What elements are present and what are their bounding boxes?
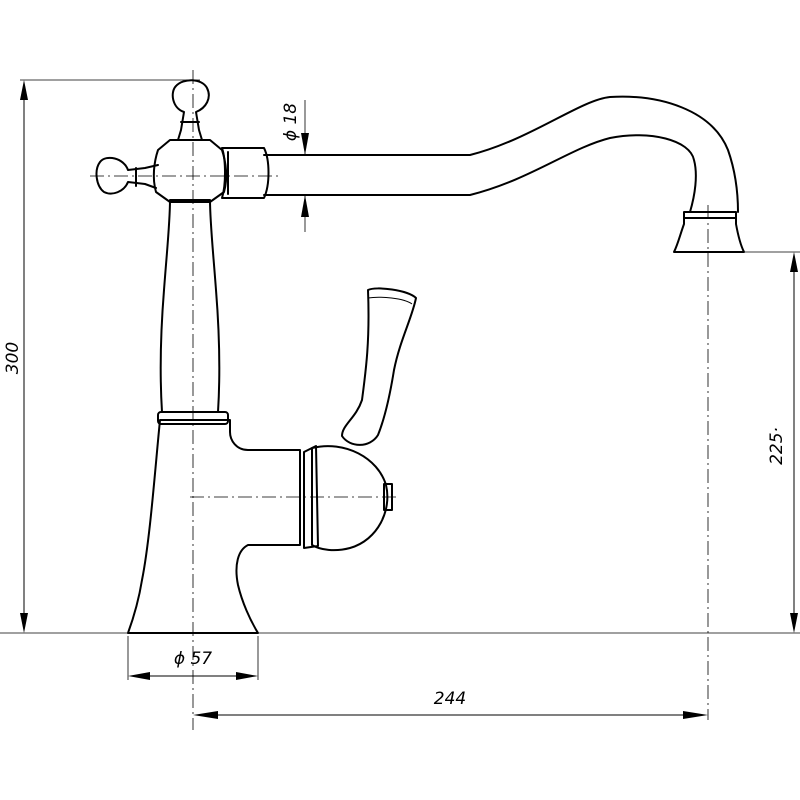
top-finial-knob xyxy=(171,79,210,141)
extension-lines xyxy=(0,79,800,680)
label-total-height: 300 xyxy=(3,342,23,374)
dimension-pipe-diameter: ϕ 18 xyxy=(281,103,309,217)
faucet-base xyxy=(127,419,301,634)
spout-pipe xyxy=(263,95,739,213)
faucet-outline xyxy=(95,79,745,634)
spout-coupling-nut xyxy=(221,147,270,199)
lever-handle xyxy=(341,287,417,446)
cross-handle-hub xyxy=(152,139,228,203)
faucet-column xyxy=(159,199,221,413)
dimension-total-height: 300 xyxy=(3,80,28,633)
label-spout-height: 225· xyxy=(767,427,787,465)
dimension-base-diameter: ϕ 57 xyxy=(128,649,258,680)
label-pipe-diameter: ϕ 18 xyxy=(281,103,301,141)
side-knob-left xyxy=(95,156,159,195)
dimension-spout-height: 225· xyxy=(767,252,798,633)
center-lines xyxy=(90,70,709,730)
label-reach: 244 xyxy=(434,689,466,709)
dimension-reach: 244 xyxy=(193,689,708,719)
valve-housing xyxy=(311,445,389,552)
label-base-diameter: ϕ 57 xyxy=(174,649,212,669)
